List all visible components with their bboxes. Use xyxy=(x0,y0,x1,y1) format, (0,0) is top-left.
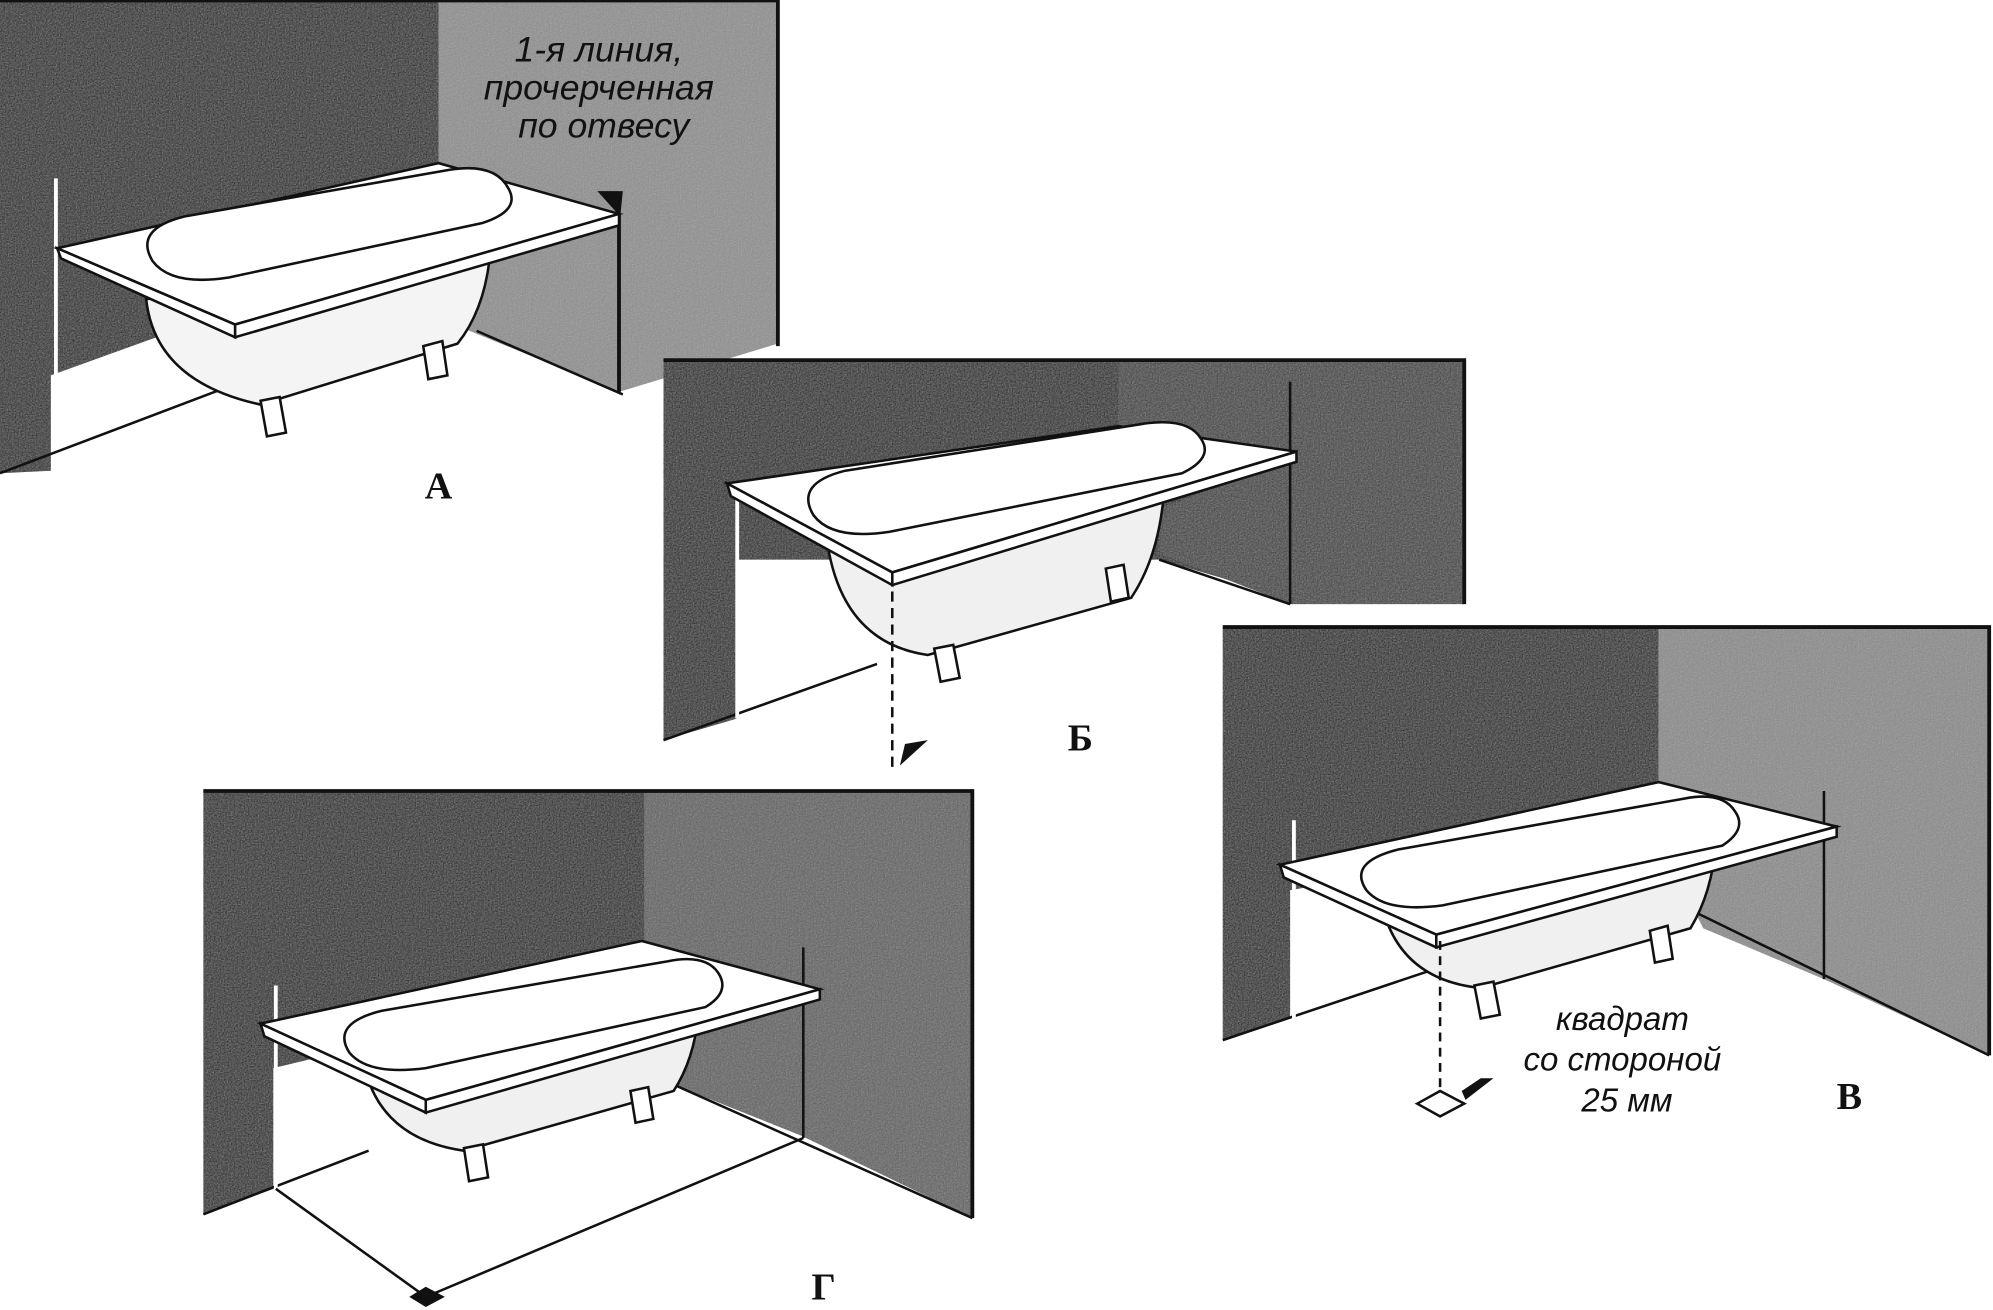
panel-label-b: Б xyxy=(1068,717,1093,759)
panel-label-g: Г xyxy=(812,1266,836,1308)
panel-label-v: В xyxy=(1837,1076,1862,1118)
annotation-plumb-line: 1-я линия, прочерченная по отвесу xyxy=(484,29,724,145)
pointer-arrow-icon xyxy=(597,191,623,217)
annotation-square-25mm: квадрат со стороной 25 мм xyxy=(1523,1001,1730,1119)
panel-label-a: А xyxy=(425,466,453,508)
panel-g: Г xyxy=(202,789,975,1308)
side-wall-gray xyxy=(644,791,973,1219)
pointer-arrow-icon xyxy=(899,740,928,766)
panel-b: Б xyxy=(663,358,1467,770)
panel-v: квадрат со стороной 25 мм В xyxy=(1222,625,1992,1119)
corner-marker xyxy=(409,1286,445,1308)
panel-a: 1-я линия, прочерченная по отвесу А xyxy=(0,0,780,508)
pointer-arrow-icon xyxy=(1461,1078,1494,1100)
square-marker xyxy=(1414,1089,1467,1118)
